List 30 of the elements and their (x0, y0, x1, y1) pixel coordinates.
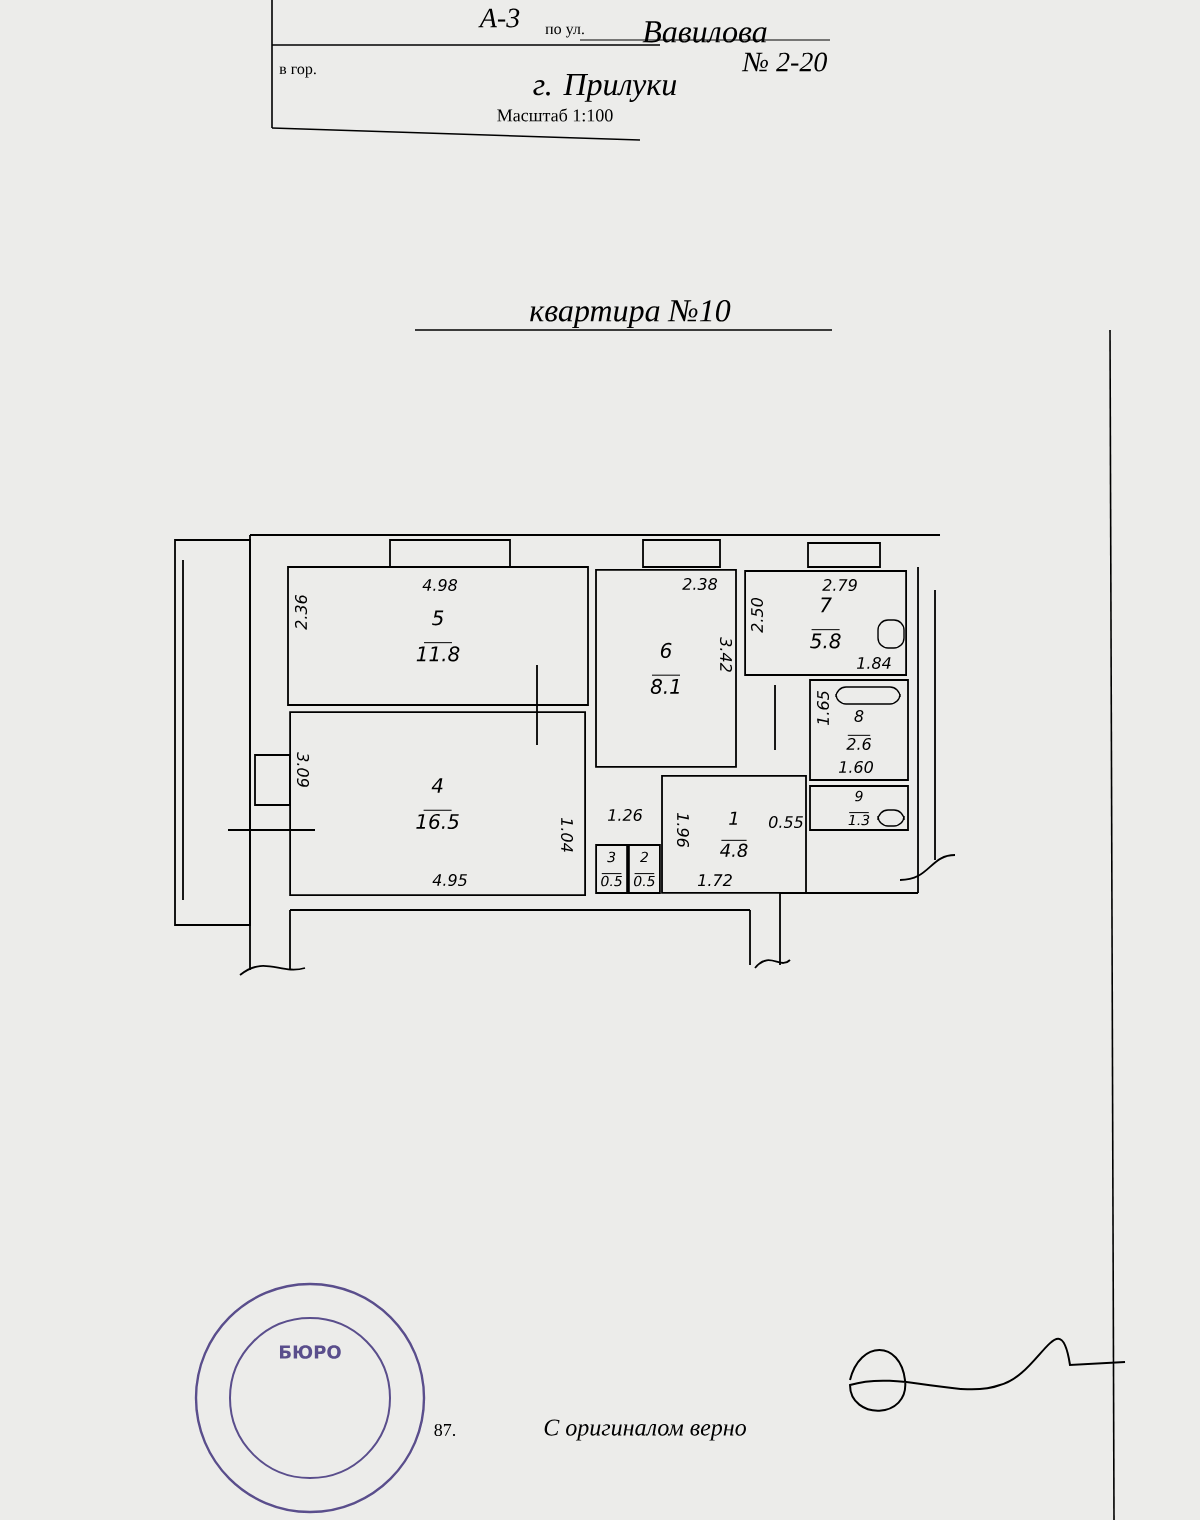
form-label: Масштаб 1:100 (497, 108, 613, 122)
form-label: по ул. (545, 26, 584, 38)
dimension-label: 3.42 (719, 637, 733, 672)
handwritten-text: 87. (434, 1423, 456, 1437)
handwritten-text: г. Прилуки (533, 74, 677, 102)
form-label: в гор. (279, 66, 316, 78)
handwritten-text: № 2-20 (741, 52, 827, 72)
dimension-label: 4.95 (432, 873, 467, 887)
handwritten-text: А-3 (478, 8, 520, 28)
dimension-label: 1.04 (560, 818, 574, 852)
dimension-label: 2.36 (294, 594, 308, 630)
room-box: 2 0.5 (628, 844, 661, 894)
handwritten-text: Вавилова (642, 21, 767, 43)
dimension-label: 3.09 (296, 752, 310, 787)
handwritten-text: С оригиналом верно (544, 1419, 746, 1441)
dimension-label: 1.26 (608, 808, 643, 822)
dimension-label: 0.55 (769, 815, 803, 829)
dimension-label: 2.38 (682, 577, 718, 591)
room-box: 3 0.5 (595, 844, 628, 894)
dimension-label: 1.84 (857, 656, 891, 670)
handwritten-title: квартира №10 (530, 299, 731, 329)
dimension-label: 1.60 (839, 760, 873, 774)
room-box: 9 1.3 (809, 785, 909, 831)
stamp-text: БЮРО (280, 1345, 341, 1359)
dimension-label: 1.96 (676, 813, 690, 848)
dimension-label: 4.98 (422, 578, 458, 592)
dimension-label: 1.72 (698, 874, 732, 886)
dimension-label: 2.50 (750, 598, 764, 633)
dimension-label: 1.65 (816, 691, 830, 726)
dimension-label: 2.79 (822, 578, 857, 592)
